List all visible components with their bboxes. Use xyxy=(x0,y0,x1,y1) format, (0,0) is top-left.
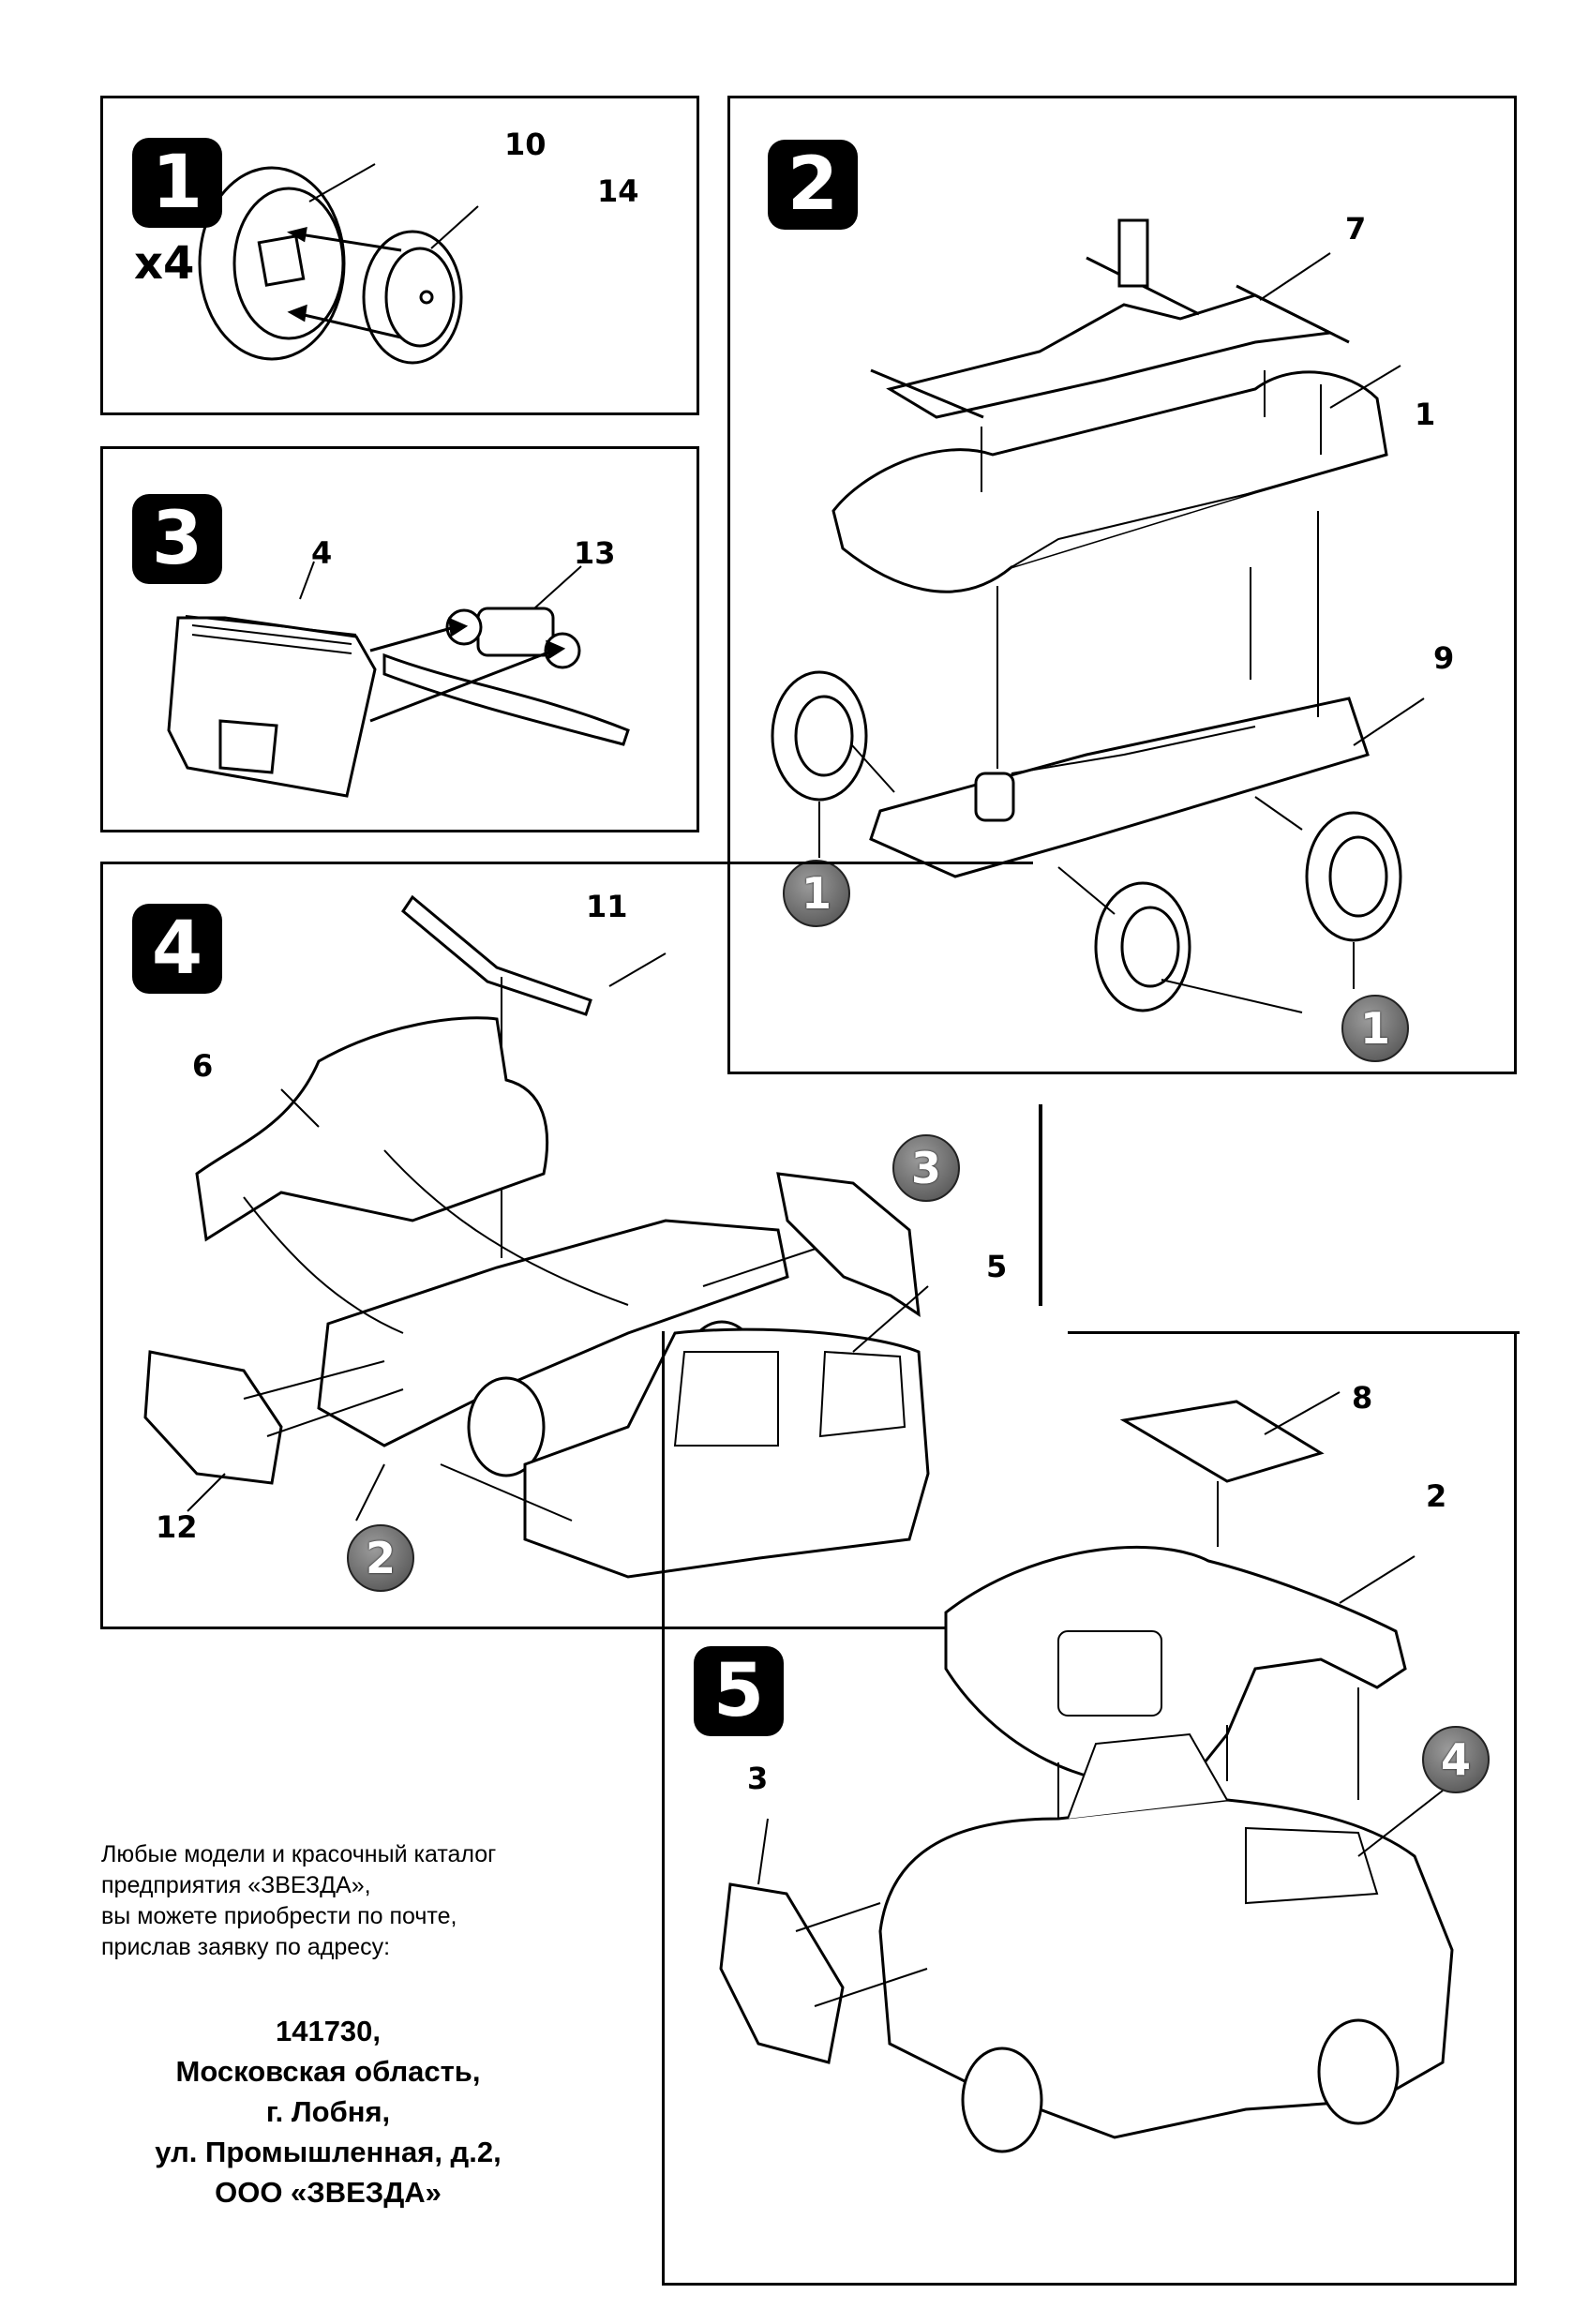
part-label-3: 3 xyxy=(747,1761,769,1796)
part-label-2: 2 xyxy=(1426,1478,1447,1514)
step-2-panel: 2 7 1 9 1 1 xyxy=(727,96,1517,1074)
step-4-right-divider xyxy=(1039,1104,1042,1306)
part-label-11: 11 xyxy=(586,889,628,924)
notice-line: Любые модели и красочный каталог xyxy=(101,1841,497,1867)
part-label-7: 7 xyxy=(1345,211,1367,247)
part-label-5: 5 xyxy=(986,1249,1008,1284)
step-2-chassis-drawing xyxy=(771,218,1425,1013)
step-5-panel: 5 8 2 3 4 xyxy=(662,1331,1520,2286)
step-4-panel: 4 11 6 5 12 3 2 xyxy=(100,862,1033,1629)
step-2-ref-wheel-left: 1 xyxy=(783,860,850,927)
address-line: ООО «ЗВЕЗДА» xyxy=(215,2176,442,2209)
address-line: Московская область, xyxy=(175,2055,481,2088)
part-label-6: 6 xyxy=(192,1048,214,1084)
part-label-13: 13 xyxy=(574,535,616,571)
step-2-ref-wheel-right: 1 xyxy=(1341,995,1409,1062)
step-5-assembly-drawing xyxy=(719,1391,1454,2153)
part-label-12: 12 xyxy=(156,1509,198,1545)
part-label-10: 10 xyxy=(504,127,547,162)
notice-line: вы можете приобрести по почте, xyxy=(101,1903,457,1929)
step-1-wheel-drawing xyxy=(198,163,479,365)
step-1-badge: 1 xyxy=(132,138,222,228)
address-line: ул. Промышленная, д.2, xyxy=(155,2136,502,2168)
step-3-panel: 3 4 13 xyxy=(100,446,699,832)
step-4-badge: 4 xyxy=(132,904,222,994)
step-3-badge: 3 xyxy=(132,494,222,584)
notice-line: предприятия «ЗВЕЗДА», xyxy=(101,1872,371,1898)
address-line: г. Лобня, xyxy=(265,2095,391,2128)
part-label-1: 1 xyxy=(1415,397,1436,432)
postal-address: 141730, Московская область, г. Лобня, ул… xyxy=(112,2011,544,2212)
mail-order-notice: Любые модели и красочный каталог предпри… xyxy=(101,1839,551,1963)
step-4-body-drawing xyxy=(143,894,930,1579)
part-label-9: 9 xyxy=(1433,640,1455,676)
step-3-bumper-drawing xyxy=(167,561,630,798)
step-5-ref-body: 4 xyxy=(1422,1726,1490,1793)
step-4-ref-bumper: 3 xyxy=(892,1134,960,1202)
part-label-8: 8 xyxy=(1352,1380,1373,1416)
notice-line: прислав заявку по адресу: xyxy=(101,1934,391,1960)
step-1-multiplier: x4 xyxy=(134,237,195,290)
step-1-panel: 1 x4 10 14 xyxy=(100,96,699,415)
address-line: 141730, xyxy=(275,2015,382,2047)
part-label-4: 4 xyxy=(311,535,333,571)
step-2-badge: 2 xyxy=(768,140,858,230)
step-4-ref-chassis: 2 xyxy=(347,1524,414,1592)
step-5-badge: 5 xyxy=(694,1646,784,1736)
part-label-14: 14 xyxy=(597,173,639,209)
step-5-top-rule xyxy=(1068,1331,1520,1334)
